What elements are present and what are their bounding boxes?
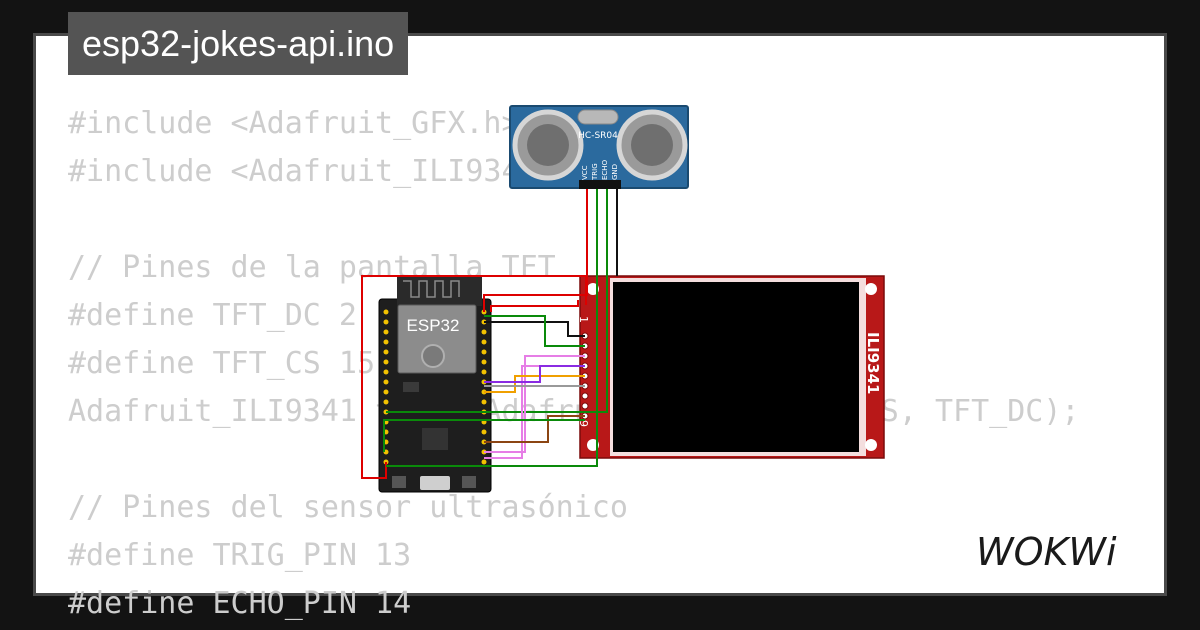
display-pin-9-label: 9 [577, 420, 590, 427]
sensor-label: HC-SR04 [578, 131, 618, 141]
code-line: #define TFT_DC 2 [68, 298, 357, 333]
display-screen [613, 282, 859, 452]
esp32-board[interactable]: ESP32 [378, 276, 492, 493]
code-line: // Pines de la pantalla TFT [68, 250, 556, 285]
sensor-pin-header [579, 180, 621, 189]
mount-hole [865, 283, 877, 295]
tft-display[interactable]: ILI9341 1 9 [577, 275, 885, 459]
wire-violet-1 [484, 355, 585, 453]
wire-purple [484, 365, 585, 383]
code-line: #define ECHO_PIN 14 [68, 586, 412, 621]
crystal-oscillator [577, 109, 619, 125]
esp32-label: ESP32 [407, 316, 460, 335]
usb-port[interactable] [420, 476, 450, 490]
sensor-pin-echo-label: ECHO [601, 159, 609, 180]
display-pin-1-label: 1 [577, 316, 590, 323]
wire-green-display [484, 315, 585, 347]
sensor-pin-trig-label: TRIG [591, 163, 599, 181]
wire-black-display [484, 321, 585, 337]
boot-button[interactable] [462, 476, 476, 488]
code-line: #define TRIG_PIN 13 [68, 538, 412, 573]
wire-red-display [490, 300, 579, 312]
wire-orange [484, 375, 585, 393]
display-label: ILI9341 [864, 332, 882, 394]
file-title: esp32-jokes-api.ino [68, 12, 409, 75]
sensor-pin-gnd-label: GND [611, 164, 619, 180]
code-line: #include <Adafruit_GFX.h> [68, 106, 520, 141]
wire-brown [484, 415, 585, 443]
wire-green-echo [386, 189, 608, 413]
code-line: #define TFT_CS 15 [68, 346, 376, 381]
wokwi-logo-text: WOKWi [976, 530, 1117, 574]
code-line: // Pines del sensor ultrasónico [68, 490, 628, 525]
espressif-logo-icon [421, 344, 445, 368]
esp32-module-shield [397, 304, 477, 374]
wire-green-trig [386, 189, 598, 467]
mount-hole [865, 439, 877, 451]
wires [361, 189, 618, 479]
sensor-pin-vcc-label: VCC [581, 165, 589, 180]
wire-green-low [383, 419, 585, 452]
esp32-usb-chip [422, 428, 448, 450]
wokwi-logo: WOKWi [976, 530, 1117, 574]
wire-red-loop [361, 275, 587, 479]
ultrasonic-sensor[interactable]: HC-SR04 VCC TRIG ECHO GND [509, 105, 689, 189]
en-button[interactable] [392, 476, 406, 488]
esp32-left-pins [383, 309, 389, 465]
wire-red-vcc [483, 189, 588, 312]
